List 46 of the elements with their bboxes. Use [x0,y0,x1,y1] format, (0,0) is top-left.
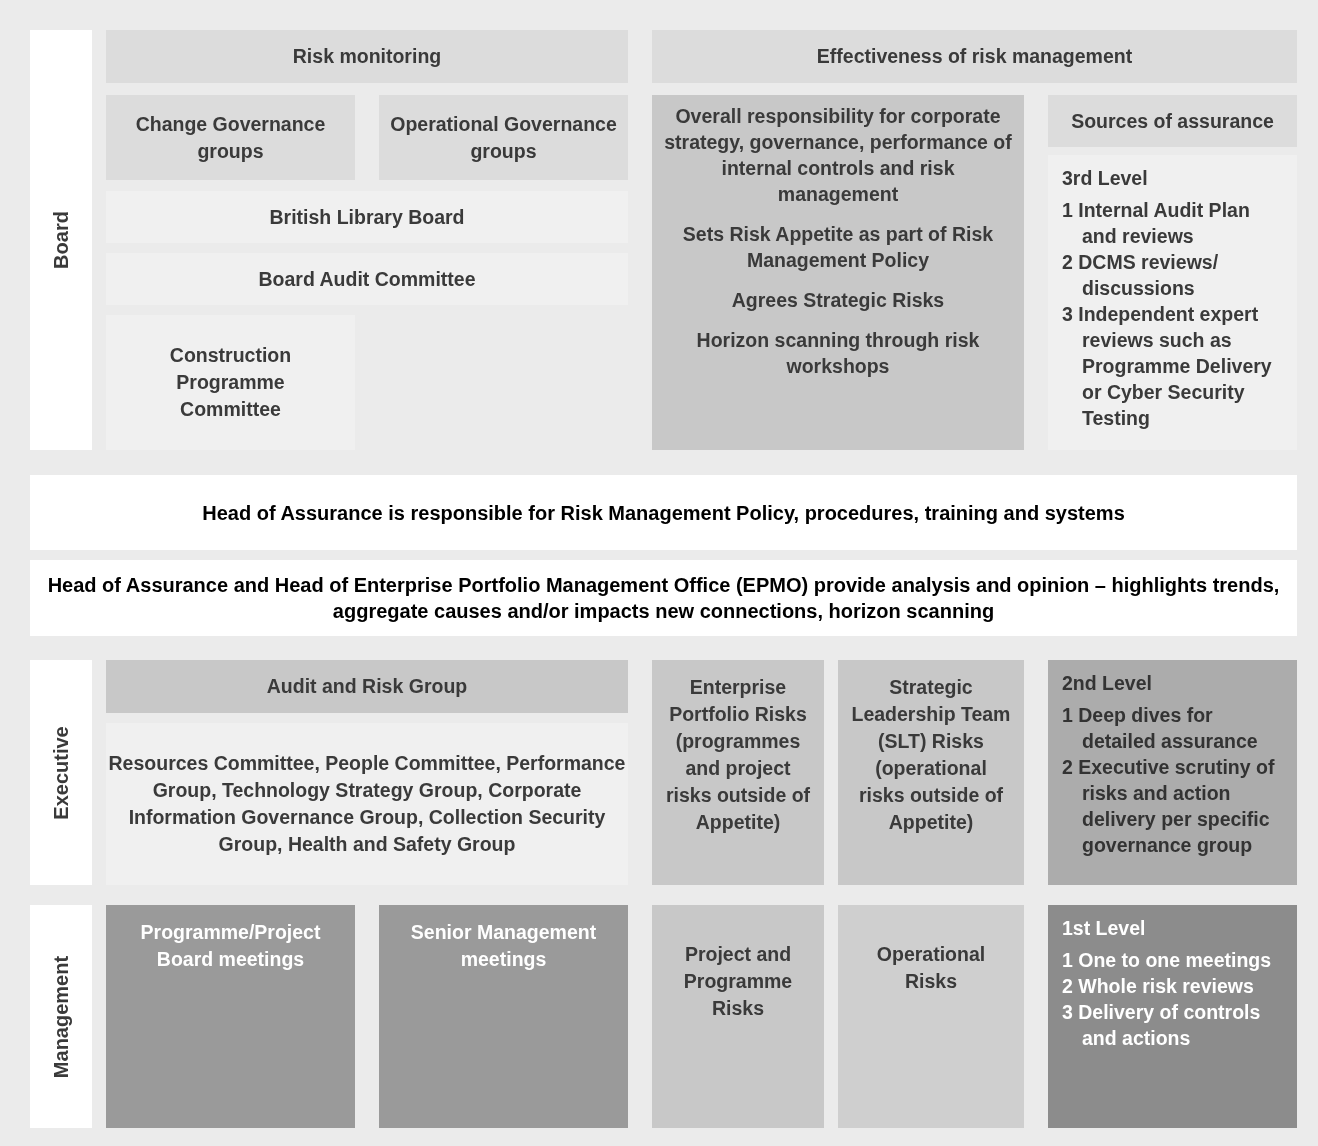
box-text: Change Governance groups [134,111,327,164]
box-text: Audit and Risk Group [266,674,468,699]
box-text: Board Audit Committee [258,266,476,292]
box-text: Sources of assurance [1071,108,1274,134]
panel [838,905,1024,1128]
list-item: 2 Whole risk reviews [1062,974,1255,999]
box-text: Senior Management meetings [409,920,598,972]
panel [652,660,824,885]
box-heading: 1st Level [1062,916,1147,941]
box-text: Sets Risk Appetite as part of Risk Management Policy [681,222,995,273]
panel [652,95,1024,450]
box-text: British Library Board [269,204,465,230]
box-text: Horizon scanning through risk workshops [695,328,981,379]
panel [379,905,628,1128]
list-item: 1 Deep dives for detailed assurance [1062,703,1259,754]
list-item: 3 Independent expert reviews such as Programme Delivery or Cyber Security Testing [1062,302,1273,431]
box-text: Operational Governance groups [389,111,618,164]
list-item: 2 DCMS reviews/ discussions [1062,250,1220,301]
panel [106,905,355,1128]
panel [838,660,1024,885]
panel [1048,905,1297,1128]
row-heading: Executive [49,725,73,820]
box-text: Programme/Project Board meetings [139,920,322,972]
box-text: Enterprise Portfolio Risks (programmes and project risks outside of Appetite) [664,675,812,835]
box-text: Strategic Leadership Team (SLT) Risks (operational risks outside of Appetite) [850,675,1012,835]
box-text: Head of Assurance and Head of Enterprise Portfolio Management Office (EPMO) provide analysis and opinion – highlights trends, aggregate causes and/or impacts new connections, horizon scanning [46,573,1281,624]
list-item: 1 One to one meetings [1062,948,1273,973]
panel [1048,660,1297,885]
box-heading: 3rd Level [1062,166,1149,191]
list-item: 2 Executive scrutiny of risks and action delivery per specific governance group [1062,755,1276,858]
box-text: Agrees Strategic Risks [731,288,945,313]
box-text: Overall responsibility for corporate strategy, governance, performance of internal controls and risk management [664,104,1012,207]
box-text: Project and Programme Risks [682,942,794,1021]
box-text: Construction Programme Committee [168,343,293,422]
box-text: Operational Risks [875,942,987,994]
row-heading: Board [49,211,73,269]
box-heading: 2nd Level [1062,671,1153,696]
panel [106,660,628,713]
box-text: Risk monitoring [292,44,442,69]
row-heading: Management [49,955,73,1078]
panel [652,905,824,1128]
list-item: 3 Delivery of controls and actions [1062,1000,1262,1051]
list-item: 1 Internal Audit Plan and reviews [1062,198,1251,249]
box-text: Effectiveness of risk management [816,44,1133,69]
box-text: Resources Committee, People Committee, Performance Group, Technology Strategy Group, Corporate Information Governance Group, Collection Security Group, Health and Safety Group [107,751,627,857]
box-text: Head of Assurance is responsible for Risk Management Policy, procedures, training and systems [202,500,1125,526]
